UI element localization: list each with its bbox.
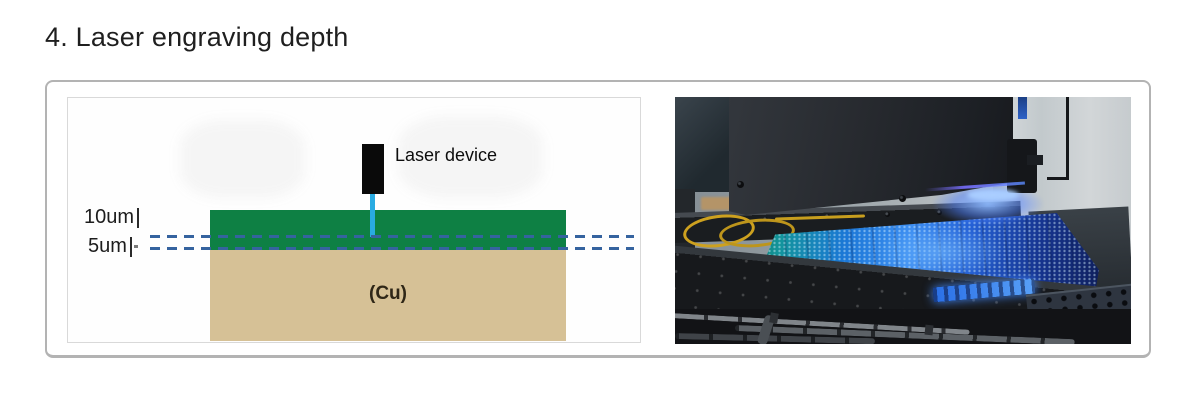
depth-label-5um: 5um: [88, 235, 138, 258]
watermark-smudge: [180, 120, 305, 198]
housing-screw: [899, 195, 906, 202]
depth-dashed-line-10um: [150, 235, 634, 238]
cable-tie: [769, 312, 779, 324]
measure-tick: [129, 236, 132, 257]
glow-core: [967, 189, 1019, 201]
laser-device-label: Laser device: [395, 145, 498, 165]
laser-beam: [370, 194, 375, 237]
depth-dashed-line-5um: [150, 247, 634, 250]
rail-screw: [763, 217, 768, 222]
measure-tick: [137, 207, 140, 228]
copper-label: (Cu): [369, 283, 407, 304]
depth-label-5um-text: 5um: [88, 235, 127, 257]
copper-substrate-layer: [210, 250, 566, 341]
engraving-depth-diagram: (Cu) Laser device 10um 5um: [67, 97, 641, 343]
frame-rod-vertical: [1066, 97, 1069, 180]
blue-fitting: [1018, 97, 1027, 119]
laser-machine-photo: [675, 97, 1131, 344]
housing-screw: [737, 181, 744, 188]
background-screen-panel: [675, 97, 733, 192]
depth-label-10um: 10um: [84, 206, 140, 229]
page-title: 4. Laser engraving depth: [45, 22, 349, 52]
side-clamp-arm: [1027, 155, 1043, 165]
watermark-smudge: [398, 116, 543, 198]
cable-tie: [924, 324, 934, 336]
green-mask-layer: [210, 210, 566, 250]
rail-screw: [885, 212, 890, 217]
figure-container: (Cu) Laser device 10um 5um: [45, 80, 1151, 358]
measure-tick-dot: [133, 245, 138, 248]
depth-label-10um-text: 10um: [84, 206, 135, 228]
laser-device-shape: [362, 144, 384, 194]
